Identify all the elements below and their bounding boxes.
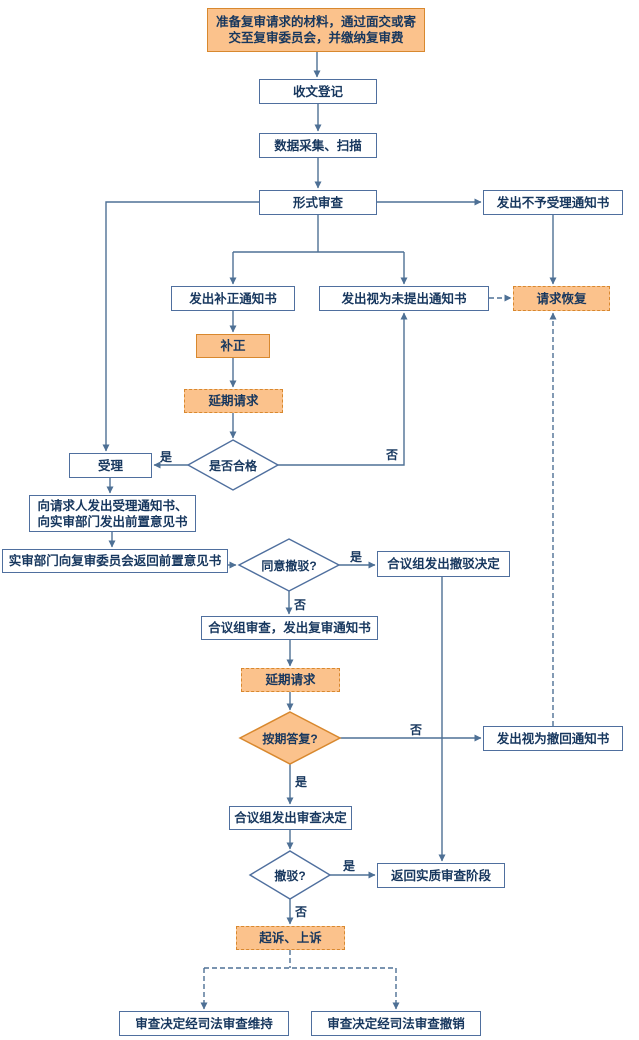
node-label: 实审部门向复审委员会返回前置意见书: [8, 554, 222, 568]
decision-revoke-shape: [248, 850, 332, 900]
node-label: 按期答复?: [262, 731, 318, 746]
node-register: 收文登记: [259, 79, 377, 104]
decision-agree-revoke-shape: [237, 538, 341, 592]
node-panel-decision: 合议组发出审查决定: [229, 806, 352, 830]
node-prepare: 准备复审请求的材料，通过面交或寄交至复审委员会，并缴纳复审费: [207, 8, 425, 52]
label-yes-revoke: 是: [343, 859, 356, 873]
node-return-opinion: 实审部门向复审委员会返回前置意见书: [2, 549, 228, 573]
node-formal-exam: 形式审查: [259, 190, 377, 215]
node-reply-on-time: 按期答复?: [242, 725, 338, 751]
node-panel-revoke-decision: 合议组发出撤驳决定: [377, 551, 510, 577]
label-yes-agree-revoke: 是: [350, 550, 363, 564]
node-accept: 受理: [69, 453, 152, 478]
node-agree-revoke: 同意撤驳?: [241, 552, 337, 578]
node-label: 返回实质审查阶段: [390, 868, 491, 883]
label-yes-reply: 是: [295, 775, 308, 789]
node-extension-request-2: 延期请求: [241, 668, 340, 692]
node-label: 发出补正通知书: [189, 291, 277, 306]
node-label: 发出视为撤回通知书: [496, 731, 610, 746]
node-label: 发出不予受理通知书: [496, 195, 610, 210]
node-label: 补正: [220, 339, 246, 353]
node-label: 是否合格: [208, 458, 257, 473]
node-correction-notice: 发出补正通知书: [171, 286, 295, 311]
node-label: 受理: [97, 458, 123, 473]
node-label: 向请求人发出受理通知书、向实审部门发出前置意见书: [37, 498, 188, 529]
decision-reply-on-time-shape: [238, 711, 342, 765]
node-label: 合议组发出审查决定: [234, 811, 347, 825]
node-panel-exam: 合议组审查，发出复审通知书: [201, 616, 378, 640]
node-restore-request: 请求恢复: [513, 286, 610, 311]
label-no-revoke: 否: [295, 905, 308, 919]
node-reject-notice: 发出不予受理通知书: [483, 190, 623, 215]
node-label: 请求恢复: [536, 291, 587, 306]
node-label: 收文登记: [292, 84, 343, 99]
node-label: 形式审查: [292, 195, 343, 210]
node-label: 准备复审请求的材料，通过面交或寄交至复审委员会，并缴纳复审费: [215, 15, 416, 45]
node-label: 审查决定经司法审查维持: [135, 1016, 273, 1031]
node-label: 审查决定经司法审查撤销: [327, 1016, 465, 1031]
node-correction: 补正: [196, 334, 270, 358]
node-label: 发出视为未提出通知书: [341, 291, 467, 306]
node-label: 起诉、上诉: [259, 931, 322, 945]
label-no-agree-revoke: 否: [294, 598, 307, 612]
node-return-substantive: 返回实质审查阶段: [377, 863, 505, 888]
node-deemed-withdrawn: 发出视为撤回通知书: [483, 726, 623, 751]
decision-qualified-shape: [186, 439, 280, 491]
edge-formal-accept: [102, 201, 259, 452]
node-label: 合议组发出撤驳决定: [387, 557, 500, 571]
node-extension-request-1: 延期请求: [184, 389, 283, 413]
dashed-connectors: [200, 294, 557, 1010]
node-deemed-not-submitted: 发出视为未提出通知书: [319, 286, 489, 311]
decision-shapes: [186, 439, 342, 900]
node-label: 同意撤驳?: [261, 558, 317, 573]
node-qualified: 是否合格: [190, 452, 276, 478]
node-label: 合议组审查，发出复审通知书: [208, 621, 371, 635]
label-yes-qualified: 是: [160, 450, 173, 464]
node-label: 延期请求: [208, 394, 259, 408]
node-label: 延期请求: [265, 673, 316, 687]
node-scan: 数据采集、扫描: [259, 133, 377, 158]
node-lawsuit: 起诉、上诉: [236, 926, 345, 950]
node-revoked-judicial: 审查决定经司法审查撤销: [311, 1011, 481, 1036]
solid-connectors: [102, 52, 557, 925]
label-no-qualified: 否: [386, 448, 399, 462]
node-label: 撤驳?: [274, 868, 306, 883]
label-no-reply: 否: [410, 723, 423, 737]
node-upheld: 审查决定经司法审查维持: [119, 1011, 289, 1036]
edge-qualified-deemed: [278, 312, 408, 466]
node-accept-notice: 向请求人发出受理通知书、向实审部门发出前置意见书: [29, 495, 196, 532]
node-label: 数据采集、扫描: [274, 138, 362, 153]
node-revoke: 撤驳?: [252, 862, 328, 888]
